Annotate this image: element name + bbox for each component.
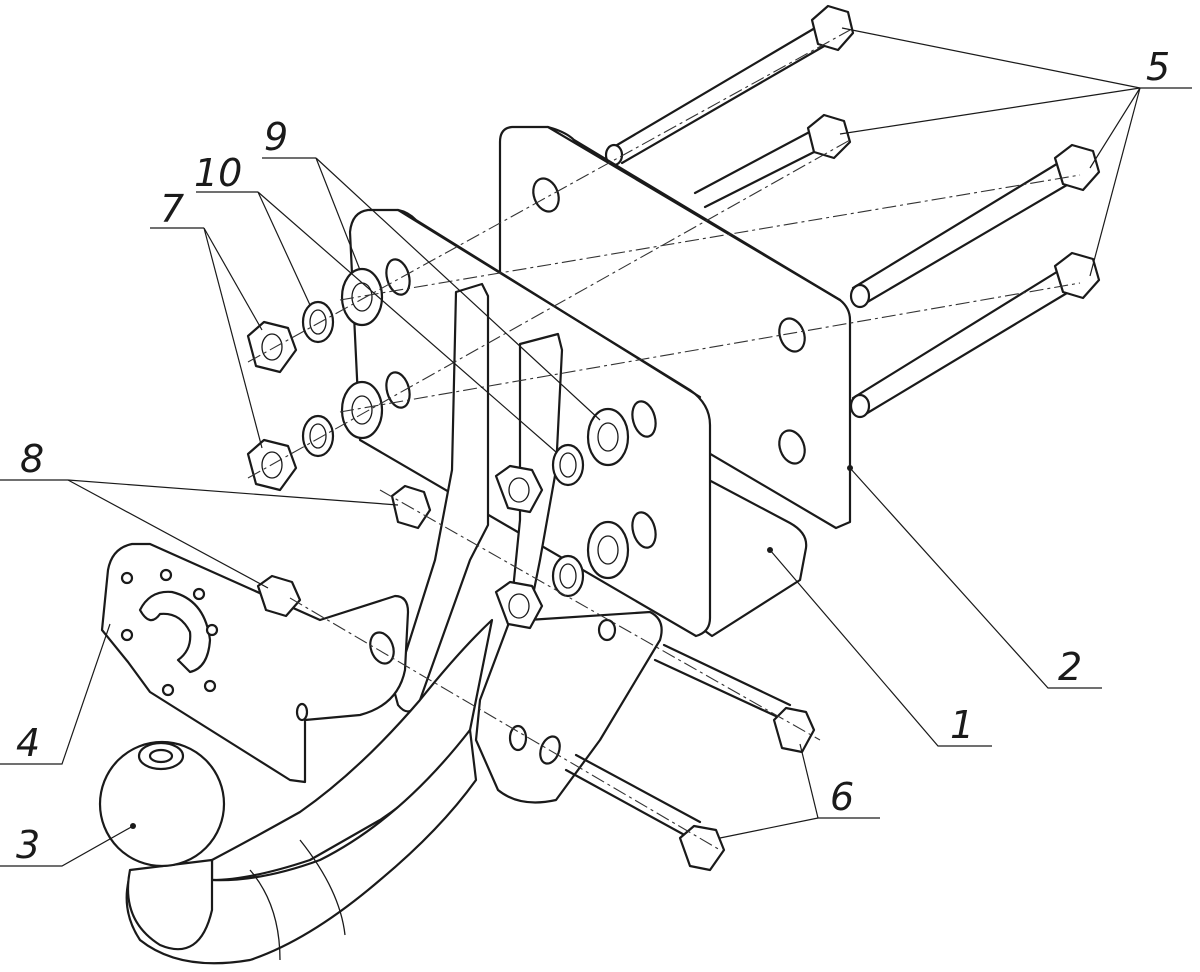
center-lines xyxy=(247,29,1081,851)
small-nuts xyxy=(256,464,544,630)
callout-1: 1 xyxy=(950,703,974,747)
callout-6: 6 xyxy=(830,775,854,819)
callout-5: 5 xyxy=(1146,45,1170,89)
counter-plate xyxy=(498,125,852,530)
flat-washers xyxy=(340,267,630,580)
tow-ball xyxy=(98,740,226,951)
callout-2: 2 xyxy=(1058,645,1082,689)
spring-washers xyxy=(301,300,585,598)
callout-8: 8 xyxy=(20,437,44,481)
short-bolts xyxy=(564,643,816,872)
callout-7: 7 xyxy=(160,187,184,231)
leader-lines xyxy=(0,27,1192,867)
callout-4: 4 xyxy=(16,721,40,765)
callout-3: 3 xyxy=(16,823,40,867)
long-bolts xyxy=(604,4,1101,419)
callout-9: 9 xyxy=(264,115,288,159)
callout-10: 10 xyxy=(194,151,242,195)
